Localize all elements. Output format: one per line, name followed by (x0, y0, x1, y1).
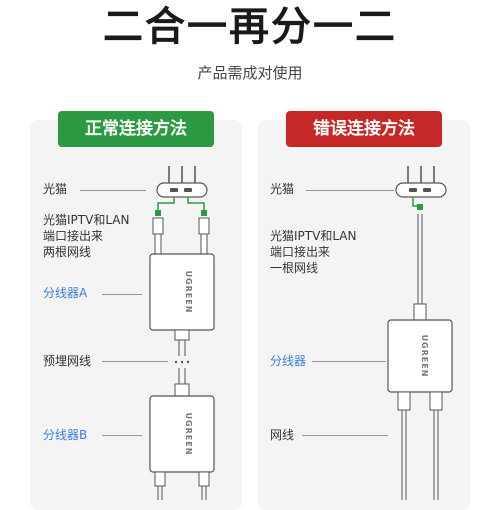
wrong-method-heading: 错误连接方法 (286, 111, 442, 147)
left-input-cables (152, 217, 210, 255)
right-splitter-leader (312, 361, 386, 362)
left-splitter-a-leader (102, 294, 142, 295)
right-modem-leader (306, 190, 394, 191)
correct-method-heading: 正常连接方法 (58, 111, 214, 147)
svg-text:UGREEN: UGREEN (420, 335, 429, 378)
left-modem-icon (156, 166, 208, 198)
right-ports-label: 光猫IPTV和LAN 端口接出来 一根网线 (270, 229, 357, 275)
subtitle: 产品需成对使用 (197, 64, 303, 82)
svg-text:UGREEN: UGREEN (184, 413, 193, 456)
right-cable-leader (302, 435, 388, 436)
left-buried-cable (174, 329, 190, 397)
right-output-cables (397, 391, 443, 500)
left-splitter-a-icon: UGREEN (149, 253, 215, 331)
left-green-link (157, 197, 205, 215)
left-splitter-a-label: 分线器A (43, 286, 88, 300)
main-headline: 二合一再分一二 (103, 4, 397, 50)
right-modem-label: 光猫 (270, 182, 295, 196)
left-output-cables (154, 471, 210, 500)
right-splitter-icon: UGREEN (387, 319, 453, 393)
svg-text:UGREEN: UGREEN (184, 271, 193, 314)
right-port-marker (417, 204, 423, 210)
right-cable-label: 网线 (270, 428, 295, 442)
left-splitter-b-icon: UGREEN (149, 395, 215, 473)
left-ports-label: 光猫IPTV和LAN 端口接出来 两根网线 (43, 213, 130, 259)
right-modem-icon (395, 166, 447, 198)
left-modem-label: 光猫 (43, 182, 68, 196)
left-buried-leader (102, 361, 168, 362)
left-port-marker-2 (201, 210, 207, 216)
left-splitter-b-leader (102, 435, 142, 436)
left-buried-label: 预埋网线 (43, 354, 92, 368)
left-splitter-b-label: 分线器B (43, 428, 88, 442)
right-splitter-label: 分线器 (270, 354, 307, 368)
left-port-marker-1 (155, 210, 161, 216)
right-input-cable (413, 214, 427, 321)
left-modem-leader (80, 190, 146, 191)
